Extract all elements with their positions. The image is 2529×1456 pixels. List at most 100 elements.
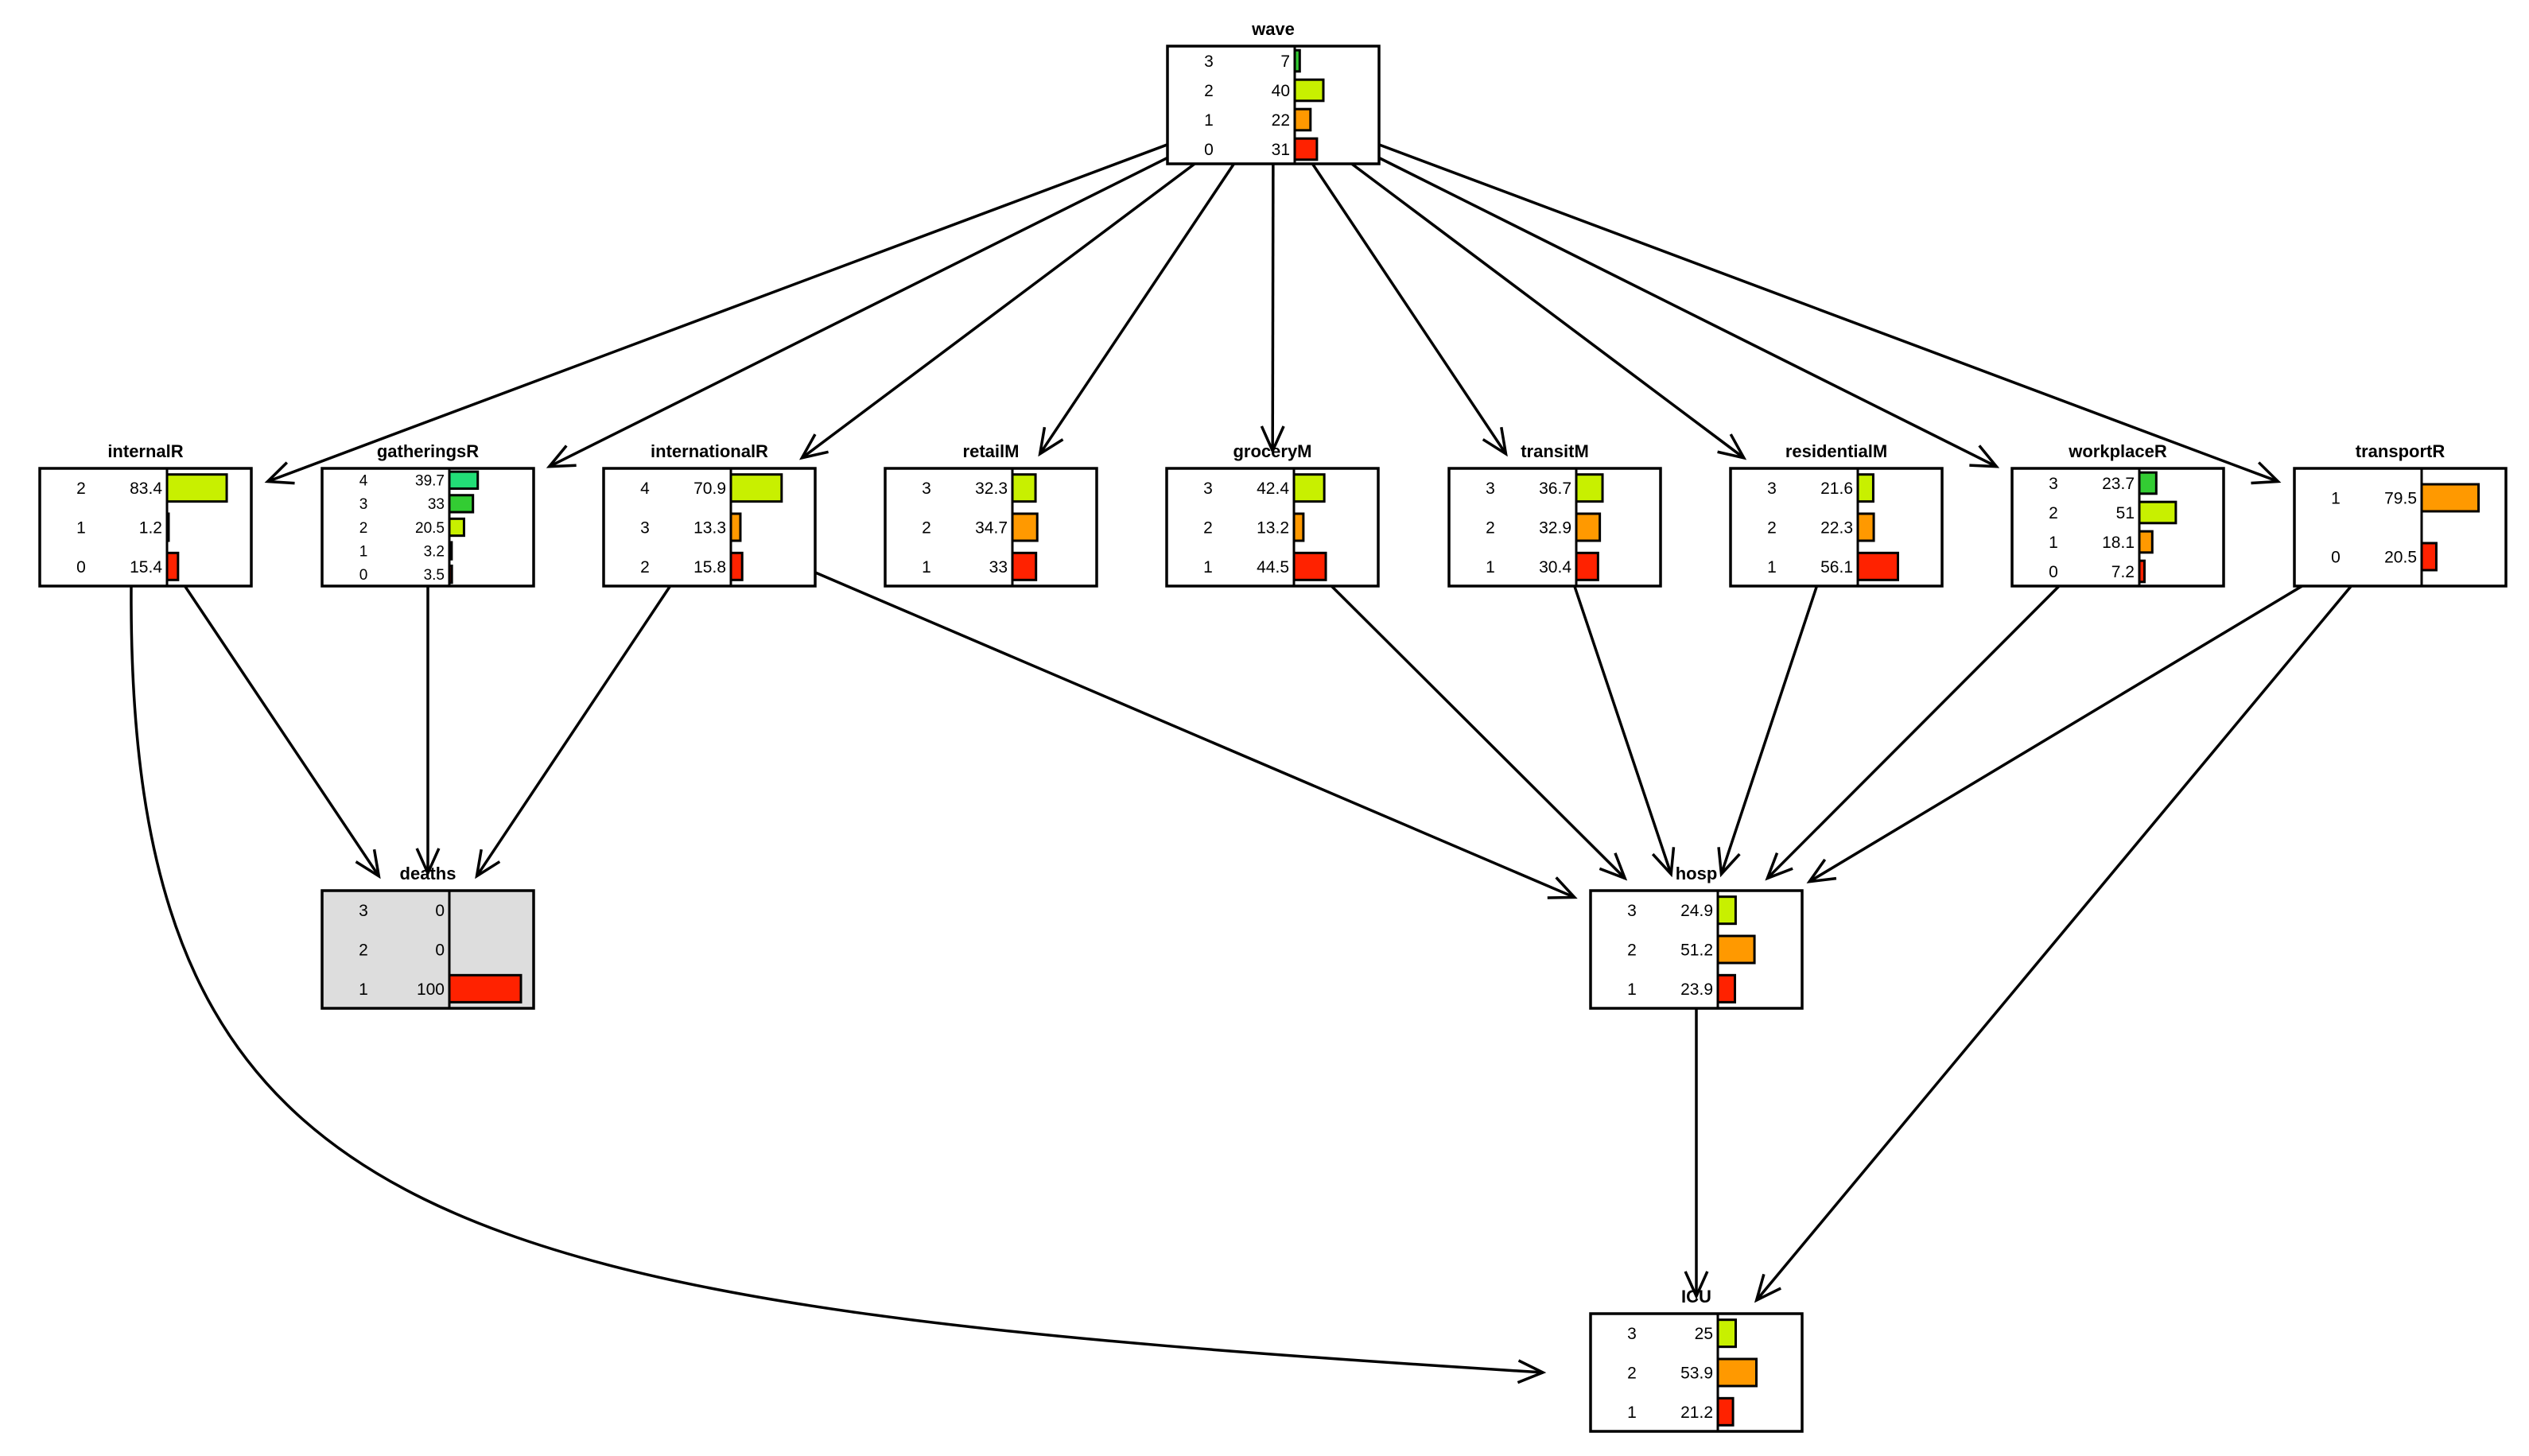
- arrow-head: [2251, 461, 2282, 485]
- edge-wave-to-residentialM: [1350, 162, 1747, 460]
- arrow-head: [1651, 847, 1676, 878]
- state-label: 0: [2331, 549, 2341, 567]
- probability-bar: [2420, 542, 2438, 572]
- state-label: 3: [1767, 480, 1777, 498]
- edge-transportR-to-hosp: [1806, 584, 2303, 883]
- state-label: 2: [2049, 504, 2058, 522]
- edge-internationalR-to-deaths: [475, 585, 672, 879]
- edge-line: [1039, 163, 1235, 455]
- edge-gatheringsR-to-deaths: [415, 586, 441, 877]
- edge-line: [1719, 585, 1819, 875]
- edge-wave-to-transitM: [1311, 163, 1508, 457]
- state-label: 1: [1627, 1404, 1637, 1422]
- state-label: 1: [1203, 558, 1213, 577]
- edge-wave-to-groceryM: [1260, 163, 1285, 455]
- arrow-head: [264, 461, 295, 485]
- state-value: 3.5: [424, 567, 445, 584]
- probability-bar: [1293, 78, 1325, 103]
- state-label: 3: [640, 519, 650, 538]
- arrow-head: [1806, 858, 1837, 883]
- edge-wave-to-gatheringsR: [546, 156, 1168, 468]
- probability-bar: [729, 473, 783, 503]
- state-value: 32.9: [1539, 519, 1571, 538]
- node-title: gatheringsR: [377, 441, 479, 461]
- state-value: 1.2: [139, 519, 162, 538]
- probability-bar: [1716, 934, 1756, 965]
- state-label: 2: [1627, 942, 1637, 960]
- edge-line: [1350, 162, 1745, 460]
- edge-line: [801, 162, 1196, 460]
- state-value: 100: [417, 980, 445, 999]
- edge-line: [1755, 584, 2352, 1302]
- node-box: [1589, 1312, 1804, 1433]
- state-value: 21.6: [1820, 480, 1853, 498]
- probability-bar: [448, 517, 465, 538]
- edge-wave-to-internalR: [264, 143, 1168, 485]
- state-label: 0: [359, 567, 368, 584]
- state-value: 7.2: [2111, 563, 2135, 581]
- state-value: 15.4: [130, 558, 162, 577]
- arrow-head: [415, 848, 441, 877]
- state-value: 33: [428, 496, 445, 513]
- probability-bar: [1293, 107, 1312, 132]
- node-title: internalR: [107, 441, 183, 461]
- edge-line: [1311, 163, 1507, 455]
- probability-bar: [448, 494, 475, 514]
- state-label: 3: [359, 902, 368, 920]
- edge-internalR-to-ICU: [130, 585, 1547, 1384]
- state-label: 2: [1627, 1365, 1637, 1383]
- edge-line: [1378, 143, 2279, 483]
- state-value: 31: [1272, 141, 1290, 159]
- node-title: deaths: [400, 864, 456, 883]
- arrow-head: [1765, 852, 1793, 881]
- edge-internationalR-to-hosp: [814, 571, 1578, 899]
- arrow-head: [1482, 426, 1508, 457]
- state-label: 4: [359, 473, 368, 490]
- state-value: 20.5: [2384, 549, 2417, 567]
- state-label: 1: [1627, 980, 1637, 999]
- edge-line: [1331, 584, 1626, 879]
- state-label: 1: [1486, 558, 1495, 577]
- state-label: 3: [2049, 475, 2058, 493]
- state-value: 39.7: [415, 473, 445, 490]
- probability-bar: [2138, 559, 2146, 584]
- state-label: 2: [1204, 82, 1214, 100]
- state-label: 1: [2049, 534, 2058, 552]
- node-box: [1447, 467, 1662, 588]
- probability-bar: [1011, 512, 1039, 542]
- probability-bar: [729, 512, 742, 542]
- node-title: transitM: [1521, 441, 1589, 461]
- state-label: 1: [1204, 111, 1214, 130]
- probability-bar: [1716, 895, 1737, 926]
- edge-wave-to-transportR: [1378, 143, 2282, 485]
- state-label: 0: [1204, 141, 1214, 159]
- state-value: 34.7: [975, 519, 1008, 538]
- node-title: internationalR: [651, 441, 768, 461]
- node-title: residentialM: [1785, 441, 1887, 461]
- probability-bar: [1293, 137, 1319, 161]
- state-label: 3: [1203, 480, 1213, 498]
- probability-bar: [1293, 49, 1301, 73]
- state-label: 1: [922, 558, 931, 577]
- state-label: 0: [2049, 563, 2058, 581]
- state-label: 2: [359, 942, 368, 960]
- node-title: ICU: [1681, 1287, 1711, 1307]
- edge-internalR-to-deaths: [184, 585, 381, 879]
- probability-bar: [1292, 512, 1305, 542]
- node-box: [1589, 889, 1804, 1010]
- state-label: 2: [76, 480, 86, 498]
- state-value: 53.9: [1680, 1365, 1713, 1383]
- state-value: 13.3: [693, 519, 726, 538]
- node-box: [2010, 467, 2225, 588]
- state-value: 0: [435, 902, 445, 920]
- state-value: 40: [1272, 82, 1290, 100]
- probability-bar: [1575, 473, 1604, 503]
- probability-bar: [2138, 530, 2154, 554]
